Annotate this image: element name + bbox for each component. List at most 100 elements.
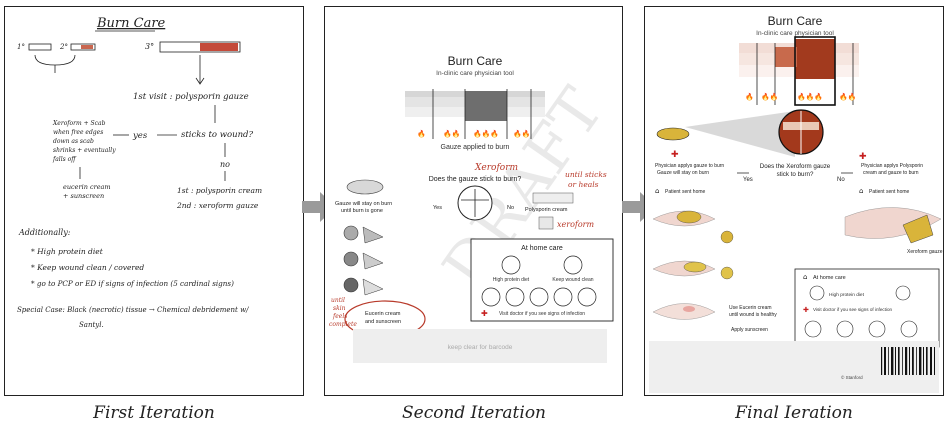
burn-strip-3-red bbox=[200, 43, 238, 51]
at-home-care-box bbox=[470, 238, 614, 322]
decision-question: Does the Xeroform gauze stick to burn? bbox=[760, 163, 831, 178]
svg-text:🔥🔥🔥: 🔥🔥🔥 bbox=[797, 92, 823, 101]
decision-question: Does the gauze stick to burn? bbox=[429, 176, 522, 183]
skin-burn-diagram bbox=[739, 36, 859, 106]
bullet-2: * Keep wound clean / covered bbox=[31, 263, 144, 272]
gauze-on-burn-image bbox=[346, 179, 384, 195]
deg-1-label: 1° bbox=[17, 43, 25, 51]
title: Burn Care bbox=[448, 54, 503, 68]
first-iteration-sketch: Burn Care 1° 2° 3° 1st visit : polyspori… bbox=[17, 16, 262, 329]
at-home-care-title: At home care bbox=[521, 245, 563, 252]
yes-branch: yes bbox=[132, 131, 148, 141]
home-icon: ⌂ bbox=[803, 273, 807, 281]
healing-stage-images bbox=[343, 225, 384, 296]
final-iteration-panel: Burn Care In-clinic care physician tool … bbox=[644, 6, 944, 396]
home-icon: ⌂ bbox=[859, 187, 863, 195]
sketch-title: Burn Care bbox=[96, 16, 166, 31]
physician-right-text: Physician applys Polysporin cream and ga… bbox=[861, 163, 923, 176]
special-case-line-1: Special Case: Black (necrotic) tissue → … bbox=[17, 306, 249, 314]
eucerin-line-2: and sunscreen bbox=[365, 319, 401, 325]
svg-text:🔥🔥: 🔥🔥 bbox=[761, 92, 778, 101]
yes-label: Yes bbox=[743, 177, 753, 183]
physician-left-text: Physician applys gauze to burn Gauze wil… bbox=[655, 163, 724, 176]
no-branch: no bbox=[220, 160, 230, 169]
deg-3-label: 3° bbox=[145, 42, 154, 51]
svg-text:+ sunscreen: + sunscreen bbox=[63, 192, 104, 200]
svg-text:until: until bbox=[331, 297, 345, 304]
special-case-line-2: Santyl. bbox=[79, 321, 104, 329]
svg-text:shrinks + eventually: shrinks + eventually bbox=[53, 147, 116, 154]
xeroform-notes: Xeroform + Scab when free edges down as … bbox=[52, 120, 116, 163]
svg-text:🔥: 🔥 bbox=[745, 92, 754, 101]
caption-final-iteration: Final Ieration bbox=[735, 403, 853, 423]
title: Burn Care bbox=[768, 14, 823, 28]
second-iteration-sketch: DRAFT Burn Care In-clinic care physician… bbox=[329, 54, 617, 363]
svg-text:🔥🔥: 🔥🔥 bbox=[443, 129, 460, 138]
flame-icons: 🔥 🔥🔥 🔥🔥🔥 🔥🔥 bbox=[745, 92, 856, 101]
svg-text:until sticks: until sticks bbox=[565, 170, 607, 179]
svg-text:complete: complete bbox=[329, 321, 357, 328]
svg-text:skin: skin bbox=[333, 305, 346, 312]
side-note-until: until skin feels complete bbox=[329, 297, 357, 328]
high-protein-label: High protein diet bbox=[829, 292, 865, 298]
svg-text:🔥: 🔥 bbox=[417, 129, 426, 138]
first-no-option: 1st : polysporin cream bbox=[177, 186, 262, 195]
barcode-image bbox=[881, 347, 935, 375]
diet-icon bbox=[501, 255, 521, 275]
diet-icon bbox=[809, 285, 825, 301]
svg-text:🔥🔥🔥: 🔥🔥🔥 bbox=[473, 129, 499, 138]
red-cross-icon: ✚ bbox=[671, 150, 679, 160]
xeroform-handwritten: Xeroform bbox=[474, 163, 518, 173]
svg-text:falls off: falls off bbox=[52, 156, 77, 163]
red-cross-icon: ✚ bbox=[803, 306, 809, 314]
first-iteration-panel: Burn Care 1° 2° 3° 1st visit : polyspori… bbox=[4, 6, 304, 396]
svg-text:eucerin cream: eucerin cream bbox=[63, 183, 111, 191]
keep-clean-label: Keep wound clean bbox=[552, 277, 593, 283]
svg-text:Use Eucerin cream: Use Eucerin cream bbox=[729, 305, 772, 311]
copyright-text: © Stanford bbox=[841, 374, 863, 380]
eucerin-line-1: Eucerin cream bbox=[365, 311, 401, 317]
svg-text:or heals: or heals bbox=[568, 180, 599, 189]
healing-sequence-images bbox=[652, 210, 734, 320]
barcode-placeholder-text: keep clear for barcode bbox=[448, 344, 513, 351]
svg-text:until wound is healthy: until wound is healthy bbox=[729, 312, 777, 318]
svg-text:when free edges: when free edges bbox=[53, 129, 103, 136]
burn-strip-2-red bbox=[81, 45, 93, 49]
visit-doctor-label: Visit doctor if you see signs of infecti… bbox=[813, 307, 893, 312]
svg-text:stick to burn?: stick to burn? bbox=[777, 171, 814, 178]
until-sticks-note: until sticks or heals bbox=[565, 170, 607, 189]
additionally-heading: Additionally: bbox=[18, 228, 71, 237]
eucerin-instructions: Use Eucerin cream until wound is healthy bbox=[729, 305, 777, 318]
sticks-question: sticks to wound? bbox=[181, 130, 253, 140]
gauze-on-hand-image bbox=[656, 127, 690, 141]
xeroform-gauze-image bbox=[902, 214, 934, 244]
polysporin-image bbox=[532, 192, 574, 204]
bullet-3: * go to PCP or ED if signs of infection … bbox=[31, 279, 234, 288]
polysporin-label: Polysporin cream bbox=[525, 207, 568, 213]
infection-sign-icons bbox=[481, 287, 597, 307]
yes-label: Yes bbox=[433, 205, 442, 211]
xeroform-gauze-label: Xeroform gauze bbox=[907, 249, 943, 255]
burn-strip-1 bbox=[28, 43, 52, 51]
final-iteration-poster: Burn Care In-clinic care physician tool … bbox=[649, 14, 943, 393]
gauze-applied-label: Gauze applied to burn bbox=[441, 144, 510, 151]
no-label: No bbox=[837, 177, 845, 183]
caption-second-iteration: Second Iteration bbox=[401, 403, 547, 423]
right-hand-image bbox=[844, 207, 942, 239]
deg-2-label: 2° bbox=[59, 43, 68, 51]
svg-text:cream and gauze to burn: cream and gauze to burn bbox=[863, 170, 919, 176]
home-icon: ⌂ bbox=[655, 187, 659, 195]
subtitle: In-clinic care physician tool bbox=[436, 70, 514, 77]
svg-text:🔥🔥: 🔥🔥 bbox=[839, 92, 856, 101]
visit-doctor-label: Visit doctor if you see signs of infecti… bbox=[499, 311, 585, 317]
footer-band bbox=[649, 341, 939, 393]
svg-text:Physician applys Polysporin: Physician applys Polysporin bbox=[861, 163, 923, 169]
barcode-placeholder bbox=[353, 329, 607, 363]
patient-sent-home-left: Patient sent home bbox=[665, 189, 706, 195]
svg-text:Xeroform + Scab: Xeroform + Scab bbox=[52, 120, 106, 127]
svg-text:feels: feels bbox=[332, 313, 347, 320]
left-box-line-2: until burn is gone bbox=[341, 208, 383, 214]
svg-text:Gauze will stay on burn: Gauze will stay on burn bbox=[657, 170, 709, 176]
apply-sunscreen: Apply sunscreen bbox=[731, 327, 768, 333]
infection-sign-icons bbox=[804, 320, 918, 338]
